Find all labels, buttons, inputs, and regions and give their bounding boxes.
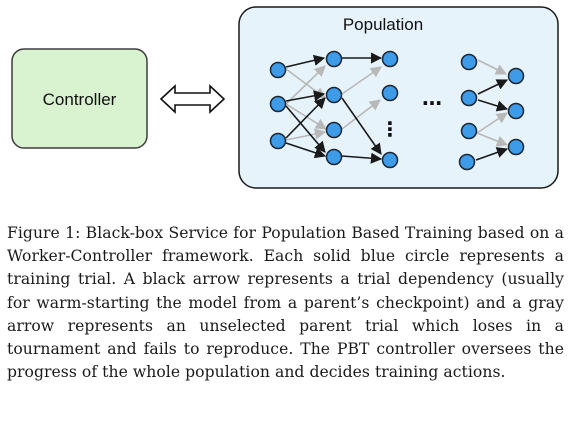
trial-node: [458, 153, 476, 171]
black-arrow: [477, 99, 509, 112]
trial-nodes: [269, 50, 525, 171]
trial-node: [507, 138, 525, 156]
trial-node: [381, 151, 399, 169]
trial-node: [460, 89, 478, 107]
black-arrow: [285, 54, 326, 68]
trial-node: [325, 121, 343, 139]
gray-arrow: [341, 99, 381, 130]
workflow-diagram: Controller Population: [11, 6, 559, 189]
black-arrow: [341, 97, 382, 155]
black-arrow: [477, 79, 509, 95]
population-box: Population: [238, 6, 559, 189]
gray-arrow: [285, 65, 326, 105]
black-arrow: [475, 147, 509, 161]
gray-arrow: [341, 66, 382, 95]
trial-node: [325, 50, 343, 68]
trial-node: [460, 122, 478, 140]
vertical-ellipsis: ⋮: [380, 117, 400, 141]
trial-node: [460, 53, 478, 71]
trial-node: [325, 86, 343, 104]
trial-node: [381, 84, 399, 102]
gray-arrow: [285, 128, 327, 141]
population-label: Population: [343, 15, 423, 34]
gray-arrow: [476, 132, 509, 147]
black-arrow: [285, 90, 326, 102]
bidirectional-arrow-icon: [159, 84, 226, 114]
controller-label: Controller: [43, 90, 117, 109]
controller-box: Controller: [11, 48, 148, 149]
figure-caption: Figure 1: Black-box Service for Populati…: [7, 224, 564, 382]
black-arrow: [285, 142, 327, 159]
trial-node: [507, 102, 525, 120]
trial-node: [269, 95, 287, 113]
trial-node: [269, 61, 287, 79]
black-arrow: [285, 97, 326, 139]
horizontal-ellipsis: …: [422, 86, 442, 110]
trial-node: [269, 132, 287, 150]
trial-node: [507, 67, 525, 85]
trial-node: [381, 50, 399, 68]
gray-arrow: [476, 112, 508, 134]
black-arrows: [285, 52, 509, 164]
black-arrow: [285, 105, 326, 153]
trial-node: [325, 148, 343, 166]
gray-arrow: [477, 59, 508, 75]
black-arrow: [341, 152, 383, 164]
